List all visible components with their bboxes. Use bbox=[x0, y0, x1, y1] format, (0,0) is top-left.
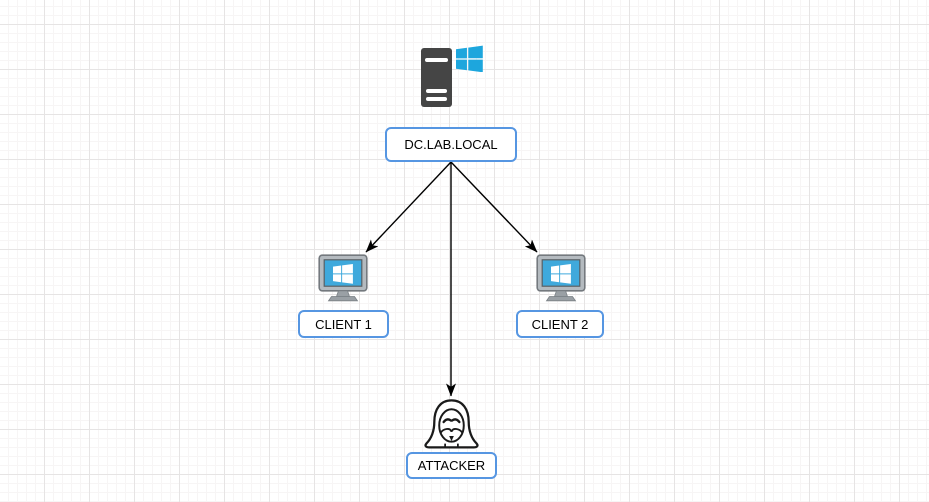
edge-dc-client2[interactable] bbox=[450, 161, 538, 253]
windows-logo-icon bbox=[456, 45, 483, 72]
attacker-label: ATTACKER bbox=[417, 458, 486, 473]
windows-server-icon[interactable] bbox=[421, 44, 485, 110]
node-client1[interactable]: CLIENT 1 bbox=[298, 310, 389, 338]
node-dc-lab-local[interactable]: DC.LAB.LOCAL bbox=[385, 127, 517, 162]
client1-label: CLIENT 1 bbox=[315, 316, 372, 332]
server-tower-shape bbox=[421, 48, 452, 107]
dc-label: DC.LAB.LOCAL bbox=[404, 137, 498, 152]
client2-monitor-icon[interactable] bbox=[536, 254, 586, 304]
client2-label: CLIENT 2 bbox=[531, 316, 589, 332]
anonymous-mask-icon[interactable] bbox=[423, 398, 480, 450]
node-attacker[interactable]: ATTACKER bbox=[406, 452, 497, 479]
client1-monitor-icon[interactable] bbox=[318, 254, 368, 304]
edge-dc-client1[interactable] bbox=[365, 161, 452, 253]
node-client2[interactable]: CLIENT 2 bbox=[516, 310, 604, 338]
